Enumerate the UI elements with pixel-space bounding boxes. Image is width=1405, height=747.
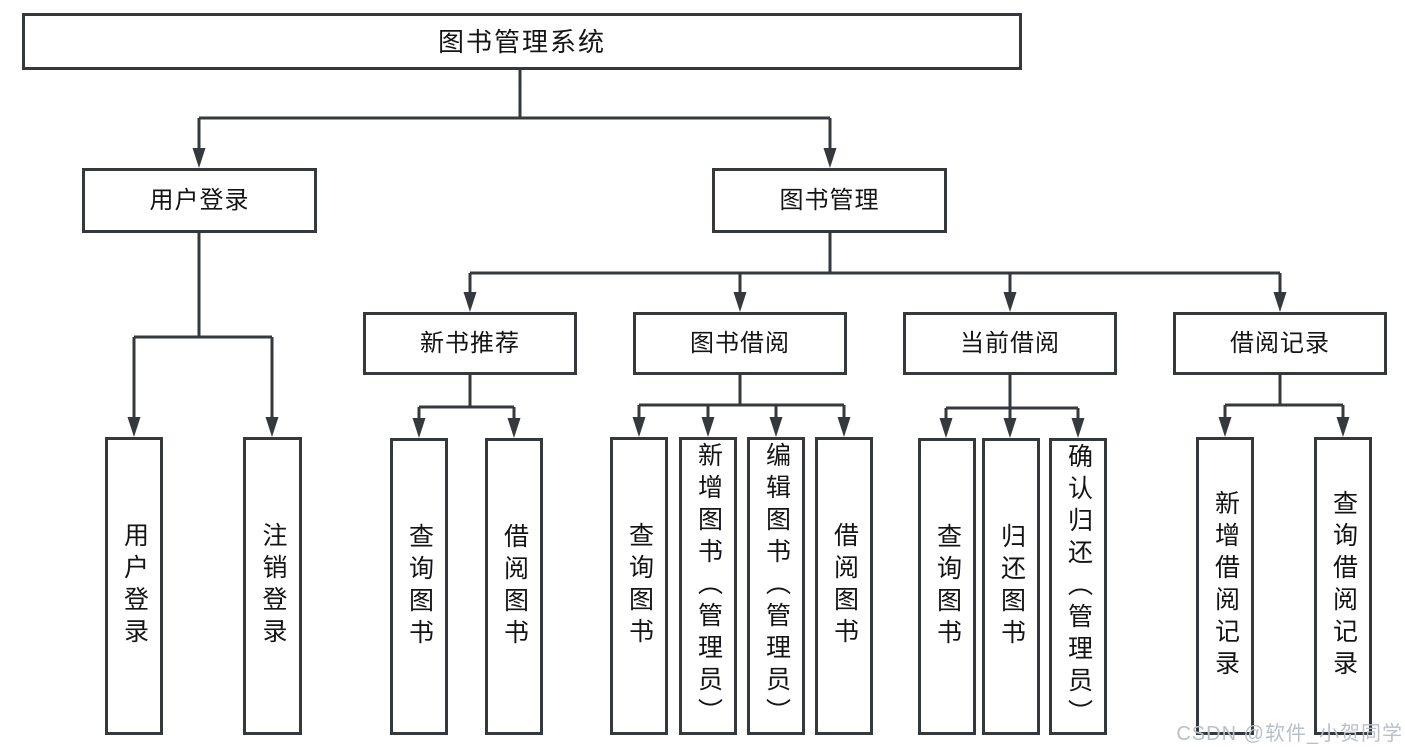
leaf-label: 借阅图书 [830,522,859,650]
leaf-label: 用户登录 [120,522,149,650]
leaf-borrow-books-recommend: 借阅图书 [485,438,543,735]
leaf-confirm-return-admin: 确认归还（管理员） [1049,438,1107,735]
node-current-borrowing: 当前借阅 [903,312,1117,375]
leaf-label: 借阅图书 [500,522,529,651]
leaf-query-books-recommend: 查询图书 [390,438,448,735]
node-label: 图书管理 [779,186,880,214]
leaf-label: 查询借阅记录 [1329,490,1358,682]
node-label: 图书管理系统 [437,26,606,57]
leaf-borrow-books-borrow: 借阅图书 [815,437,873,735]
wire-borrow-record-to-leaves [1223,375,1345,419]
wire-book-borrow-to-leaves [637,375,846,419]
leaf-label: 查询图书 [405,522,434,651]
leaf-label: 查询图书 [625,522,654,650]
leaf-query-borrow-record: 查询借阅记录 [1314,437,1372,735]
node-book-borrowing: 图书借阅 [633,312,847,375]
wire-user-login-to-leaves [132,233,274,419]
leaf-add-borrow-record: 新增借阅记录 [1196,437,1254,735]
leaf-label: 新增借阅记录 [1211,490,1240,682]
node-library-management-system: 图书管理系统 [22,13,1022,70]
leaf-label: 编辑图书（管理员） [762,442,791,730]
leaf-query-books-current: 查询图书 [918,438,976,735]
wire-current-borrow-to-leaves [944,375,1080,420]
leaf-edit-book-admin: 编辑图书（管理员） [747,437,805,735]
wire-new-book-to-leaves [417,375,516,420]
leaf-logout: 注销登录 [243,437,302,735]
node-label: 图书借阅 [690,329,790,357]
wire-book-mgmt-to-groups [468,233,1282,294]
watermark-csdn: CSDN @软件_小贺同学 [1176,723,1403,745]
leaf-add-book-admin: 新增图书（管理员） [679,437,737,735]
leaf-label: 确认归还（管理员） [1064,442,1093,731]
node-label: 借阅记录 [1230,329,1330,357]
node-borrowing-records: 借阅记录 [1173,312,1387,375]
node-new-book-recommend: 新书推荐 [363,312,577,375]
arrowheads [127,148,1350,438]
leaf-label: 新增图书（管理员） [694,442,723,730]
leaf-query-books-borrow: 查询图书 [610,437,668,735]
node-label: 新书推荐 [420,329,520,357]
node-book-management-group: 图书管理 [712,168,947,233]
leaf-label: 归还图书 [997,522,1026,651]
node-label: 用户登录 [149,186,250,214]
leaf-return-book: 归还图书 [982,438,1040,735]
leaf-label: 注销登录 [259,522,287,650]
node-label: 当前借阅 [960,329,1060,357]
leaf-user-login: 用户登录 [105,437,163,735]
leaf-label: 查询图书 [933,522,962,651]
wire-root-to-level2 [197,70,832,150]
node-user-login-group: 用户登录 [82,168,317,233]
